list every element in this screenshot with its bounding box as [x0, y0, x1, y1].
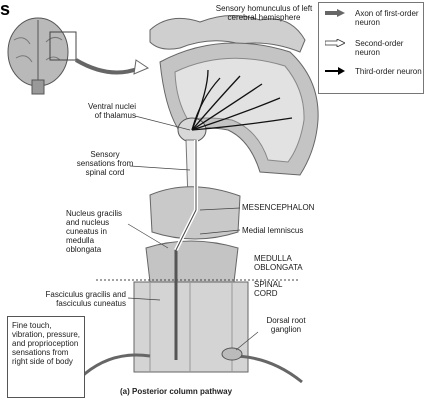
dorsal-root-ganglion [222, 348, 242, 360]
legend-item-second-order: Second-order neuron [325, 39, 345, 49]
label-nucleus-gracilis: Nucleus gracilis and nucleus cuneatus in… [66, 209, 130, 254]
label-homunculus: Sensory homunculus of left cerebral hemi… [212, 4, 316, 22]
label-thalamus: Ventral nuclei of thalamus [86, 102, 136, 120]
legend-label: Third-order neuron [355, 67, 425, 76]
fine-touch-box: Fine touch, vibration, pressure, and pro… [7, 316, 85, 398]
outline-arrow-icon [325, 39, 345, 47]
label-medulla: MEDULLA OBLONGATA [254, 254, 304, 272]
gray-arrow-icon [325, 9, 345, 17]
legend: Axon of first-order neuron Second-order … [318, 2, 424, 94]
legend-label: Second-order neuron [355, 39, 425, 57]
label-fine-touch: Fine touch, vibration, pressure, and pro… [12, 321, 84, 366]
caption: (a) Posterior column pathway [120, 387, 232, 396]
label-sensory-sensations: Sensory sensations from spinal cord [74, 150, 136, 177]
legend-item-first-order: Axon of first-order neuron [325, 9, 345, 19]
label-dorsal-root: Dorsal root ganglion [256, 316, 316, 334]
label-fasciculus: Fasciculus gracilis and fasciculus cunea… [14, 290, 126, 308]
label-mesencephalon: MESENCEPHALON [242, 203, 314, 212]
legend-label: Axon of first-order neuron [355, 9, 425, 27]
legend-item-third-order: Third-order neuron [325, 67, 345, 77]
label-spinal-cord: SPINAL CORD [254, 280, 304, 298]
brain-thumbnail [8, 18, 76, 94]
figure-letter: s [0, 0, 10, 18]
label-medial-lemniscus: Medial lemniscus [242, 226, 303, 235]
callout-arrow [76, 60, 140, 73]
black-arrow-icon [325, 67, 345, 75]
